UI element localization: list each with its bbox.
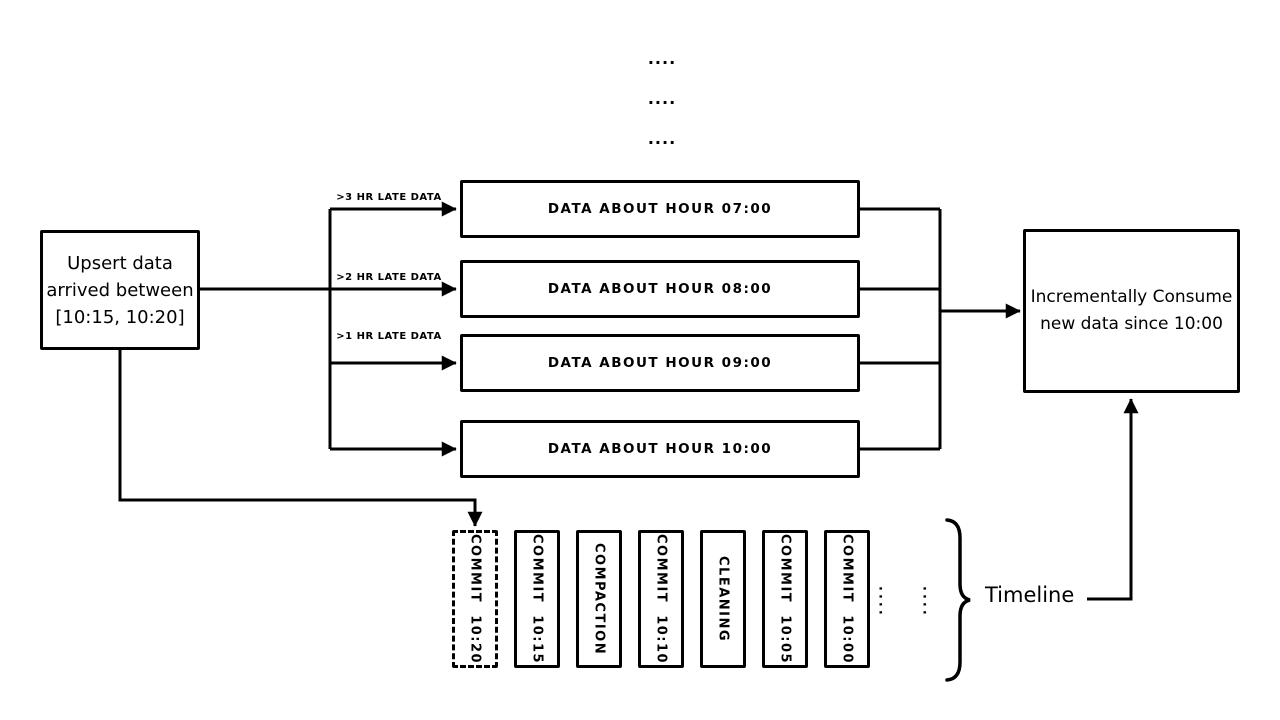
incremental-consumer-line-2: new data since 10:00 — [1040, 314, 1223, 334]
timeline-label: Timeline — [985, 583, 1075, 607]
upsert-data-line-1: Upsert data — [67, 252, 173, 274]
timeline-commit-10-05-node: COMMIT 10:05 — [762, 530, 808, 668]
timeline-commit-10-00-node: COMMIT 10:00 — [824, 530, 870, 668]
arrow-timeline-to-consumer — [1087, 398, 1139, 601]
hour-partition-07-node: DATA ABOUT HOUR 07:00 — [460, 180, 860, 238]
hour-partition-10-node: DATA ABOUT HOUR 10:00 — [460, 420, 860, 478]
timeline-commit-10-15-node: COMMIT 10:15 — [514, 530, 560, 668]
timeline-commit-10-10-label: COMMIT 10:10 — [653, 533, 669, 665]
late-data-label-1hr: >1 HR LATE DATA — [336, 331, 442, 342]
top-ellipsis-row-3: .... — [647, 129, 677, 148]
timeline-cleaning-node: CLEANING — [700, 530, 746, 668]
timeline-compaction-label: COMPACTION — [591, 542, 607, 656]
timeline-compaction-node: COMPACTION — [576, 530, 622, 668]
incremental-consumer-node: Incrementally Consume new data since 10:… — [1023, 229, 1240, 393]
upsert-data-line-2: arrived between — [46, 279, 194, 301]
timeline-ellipsis-1: .... — [875, 586, 891, 618]
timeline-ellipsis-2: .... — [919, 586, 935, 618]
upsert-data-line-3: [10:15, 10:20] — [55, 306, 185, 328]
timeline-cleaning-label: CLEANING — [715, 555, 731, 643]
late-data-label-2hr: >2 HR LATE DATA — [336, 272, 442, 283]
top-ellipsis-row-2: .... — [647, 89, 677, 108]
hour-partition-09-node: DATA ABOUT HOUR 09:00 — [460, 334, 860, 392]
timeline-commit-10-20-node: COMMIT 10:20 — [452, 530, 498, 668]
timeline-commit-10-15-label: COMMIT 10:15 — [529, 533, 545, 665]
timeline-brace — [945, 518, 971, 682]
timeline-commit-10-10-node: COMMIT 10:10 — [638, 530, 684, 668]
arrow-upsert-to-commit — [118, 350, 483, 527]
timeline-commit-10-20-label: COMMIT 10:20 — [467, 533, 483, 665]
upsert-data-node: Upsert data arrived between [10:15, 10:2… — [40, 230, 200, 350]
top-ellipsis-row-1: .... — [647, 49, 677, 68]
late-data-label-3hr: >3 HR LATE DATA — [336, 192, 442, 203]
incremental-consumer-line-1: Incrementally Consume — [1030, 287, 1233, 307]
timeline-commit-10-00-label: COMMIT 10:00 — [839, 533, 855, 665]
timeline-commit-10-05-label: COMMIT 10:05 — [777, 533, 793, 665]
hour-partition-08-node: DATA ABOUT HOUR 08:00 — [460, 260, 860, 318]
